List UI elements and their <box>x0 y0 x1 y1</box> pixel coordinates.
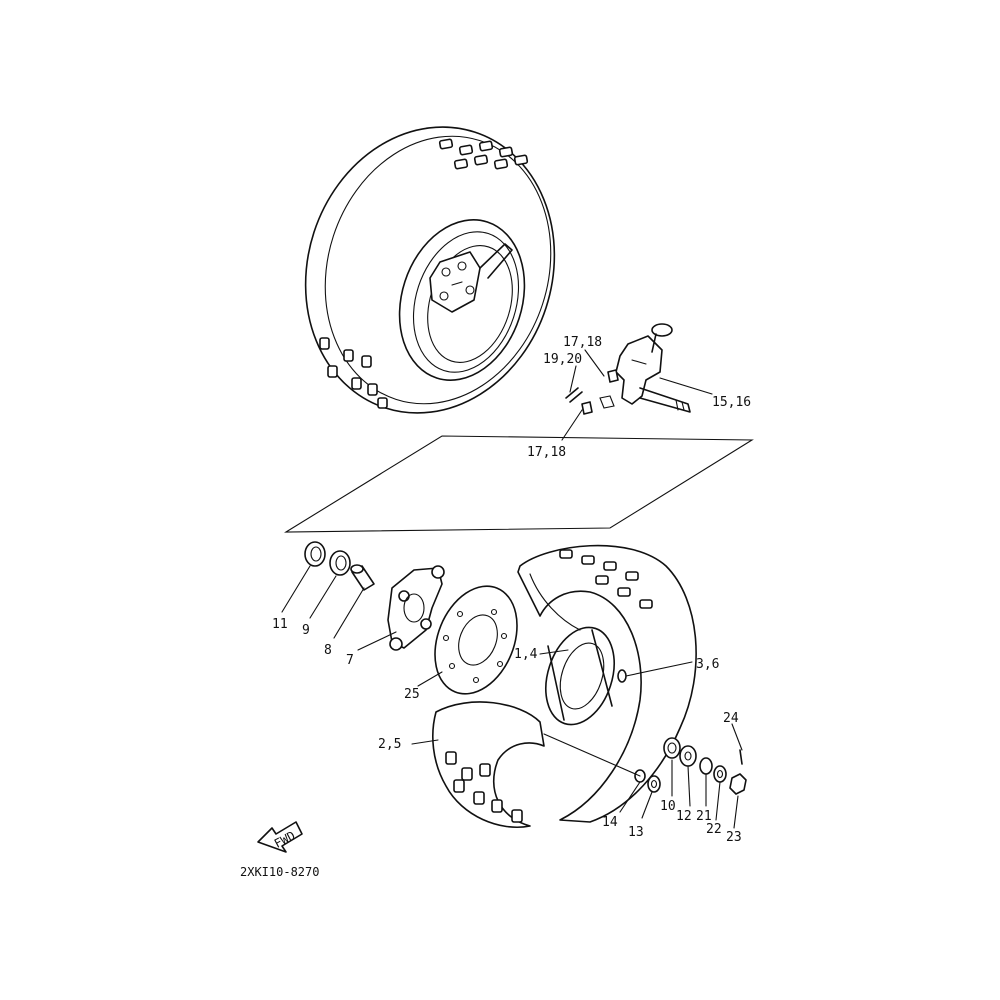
forward-arrow-icon: FWD <box>257 821 303 853</box>
assembly-outline <box>284 435 754 533</box>
callout-12: 12 <box>676 809 692 824</box>
collar-icon <box>699 757 713 775</box>
callout-1-4: 1,4 <box>514 647 538 662</box>
plain-washer-icon <box>713 765 727 783</box>
callout-11: 11 <box>272 617 288 632</box>
callout-25: 25 <box>404 687 420 702</box>
callout-17-18-top: 17,18 <box>563 335 602 350</box>
brake-disc-icon <box>434 585 518 695</box>
tread-pattern-bottom <box>319 337 388 409</box>
callout-23: 23 <box>726 830 742 845</box>
callout-2-5: 2,5 <box>378 737 401 752</box>
callout-8: 8 <box>324 643 332 658</box>
seal-inner-icon <box>647 775 661 793</box>
assembled-hub-icon <box>429 243 513 313</box>
cotter-pin-icon <box>565 387 583 403</box>
callout-17-18-bottom: 17,18 <box>527 445 566 460</box>
tire-rear-half <box>517 544 697 823</box>
wheel-hub-icon <box>387 565 445 651</box>
callout-9: 9 <box>302 623 310 638</box>
bearing-outer-icon <box>663 737 681 759</box>
callout-22: 22 <box>706 822 722 837</box>
callout-24: 24 <box>723 711 739 726</box>
nut-icon-lower <box>581 401 593 415</box>
callout-10: 10 <box>660 799 676 814</box>
callout-21: 21 <box>696 809 712 824</box>
valve-icon <box>617 669 627 683</box>
callout-15-16: 15,16 <box>712 395 751 410</box>
split-pin-icon <box>739 749 743 765</box>
washer-icon <box>679 745 697 767</box>
leader-lines <box>281 349 743 829</box>
assembled-wheel <box>304 126 556 414</box>
callout-13: 13 <box>628 825 644 840</box>
callout-3-6: 3,6 <box>696 657 719 672</box>
tread-pattern-top <box>438 138 529 170</box>
spacer-icon <box>350 564 375 591</box>
tire-front-half <box>432 701 545 828</box>
callout-19-20: 19,20 <box>543 352 582 367</box>
drawing-code: 2XKI10-8270 <box>240 865 319 879</box>
rim-icon <box>545 626 615 726</box>
callout-14: 14 <box>602 815 618 830</box>
callout-7: 7 <box>346 653 354 668</box>
steering-knuckle <box>599 323 691 413</box>
axle-nut-icon <box>729 773 747 795</box>
bearing-icon <box>329 550 351 576</box>
oil-seal-icon <box>304 541 326 567</box>
